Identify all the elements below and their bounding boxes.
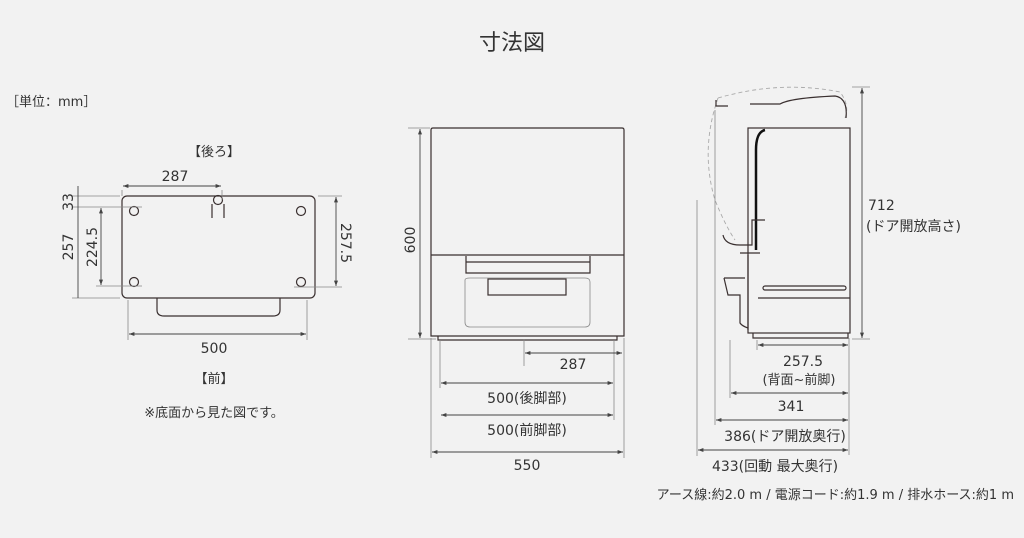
side-body-outline xyxy=(747,127,851,334)
dim-287: 287 xyxy=(162,169,189,185)
dim-600: 600 xyxy=(403,227,419,254)
tray-outline xyxy=(156,298,281,317)
dim-433: 433(回動 最大奥行) xyxy=(712,458,838,475)
dim-500-front: 500(前脚部) xyxy=(487,422,567,439)
front-label: 【前】 xyxy=(194,371,233,387)
page-title: 寸法図 xyxy=(479,31,545,56)
feet xyxy=(128,194,307,288)
unit-label: ［単位：mm］ xyxy=(6,94,96,110)
bottom-view-note: ※底面から見た図です。 xyxy=(144,405,284,421)
rear-label: 【後ろ】 xyxy=(188,145,240,160)
dim-386: 386(ドア開放奥行) xyxy=(724,428,846,445)
bottom-view: 【後ろ】 287 33 257 224.5 257.5 500 【前】 ※底面か… xyxy=(61,145,353,421)
dim-712-note: (ドア開放高さ) xyxy=(866,218,961,235)
base-outline xyxy=(121,195,316,299)
dim-287-front: 287 xyxy=(560,357,587,373)
front-view: 600 287 500(後脚部) 500(前脚部) 550 xyxy=(403,127,625,474)
dim-712: 712 xyxy=(868,198,895,214)
dim-341: 341 xyxy=(778,399,805,415)
dim-257-5-note: (背面~前脚) xyxy=(762,372,835,388)
dim-224-5: 224.5 xyxy=(85,227,101,267)
dim-550: 550 xyxy=(514,458,541,474)
dim-500: 500 xyxy=(201,341,228,357)
side-view: 712 (ドア開放高さ) 257.5 (背面~前脚) 341 386(ドア開放奥… xyxy=(696,86,961,475)
dim-257-5-side: 257.5 xyxy=(783,354,823,370)
dim-257-5: 257.5 xyxy=(337,223,353,263)
dim-500-rear: 500(後脚部) xyxy=(487,391,567,407)
drawer-handle xyxy=(487,278,567,296)
dim-33: 33 xyxy=(61,193,77,211)
body-outline xyxy=(430,127,625,337)
footer-note: アース線:約2.0 m / 電源コード:約1.9 m / 排水ホース:約1 m xyxy=(657,487,1014,503)
dim-257: 257 xyxy=(61,234,77,261)
